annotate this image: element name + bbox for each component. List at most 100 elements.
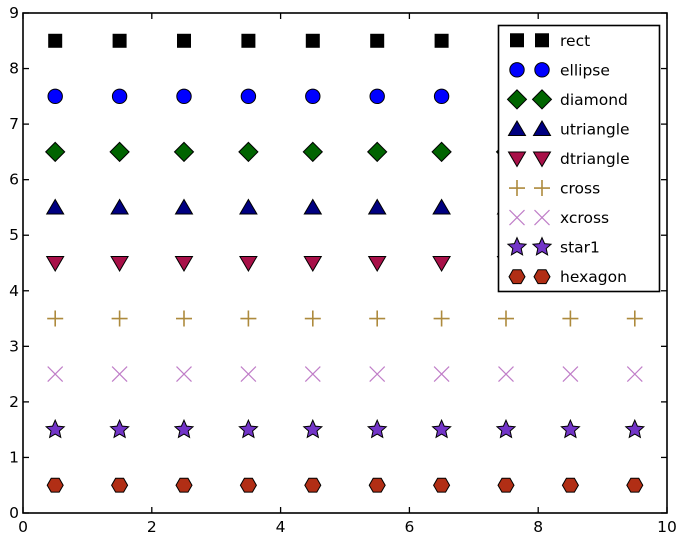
legend-label: star1 [560, 239, 600, 257]
legend-label: ellipse [560, 61, 610, 79]
marker-xcross [562, 366, 579, 383]
series-hexagon [46, 477, 644, 493]
marker-hexagon [175, 477, 193, 493]
y-tick-label: 3 [9, 337, 19, 355]
legend-entry-star1: star1 [506, 236, 600, 257]
x-tick-label: 4 [276, 518, 286, 536]
x-tick-label: 0 [18, 518, 28, 536]
marker-rect [177, 33, 191, 48]
legend-marker-xcross [509, 209, 525, 226]
marker-hexagon [304, 477, 322, 493]
marker-hexagon [433, 477, 451, 493]
marker-cross [47, 310, 64, 327]
legend-marker-dtriangle [532, 151, 552, 168]
marker-diamond [431, 141, 452, 163]
marker-ellipse [433, 88, 450, 105]
marker-hexagon [368, 477, 386, 493]
marker-star1 [431, 418, 452, 439]
marker-dtriangle [45, 256, 65, 272]
marker-rect [48, 33, 63, 48]
marker-xcross [304, 366, 321, 383]
marker-diamond [366, 141, 388, 163]
marker-cross [369, 310, 386, 327]
y-tick-label: 1 [9, 448, 19, 466]
marker-cross [562, 310, 579, 327]
legend-label: dtriangle [560, 150, 630, 168]
legend-entry-diamond: diamond [506, 89, 628, 110]
y-tick-label: 6 [9, 171, 19, 189]
marker-dtriangle [174, 256, 194, 272]
marker-ellipse [369, 88, 385, 105]
x-tick-label: 6 [404, 518, 414, 536]
y-tick-label: 2 [9, 393, 19, 411]
marker-dtriangle [303, 256, 323, 272]
y-tick-label: 0 [9, 504, 19, 522]
marker-xcross [626, 366, 643, 383]
legend-marker-ellipse [509, 62, 525, 78]
legend-entry-dtriangle: dtriangle [507, 150, 630, 168]
marker-xcross [47, 366, 64, 383]
marker-hexagon [497, 477, 515, 493]
marker-ellipse [47, 88, 63, 105]
series-star1 [44, 418, 646, 439]
marker-hexagon [46, 477, 64, 493]
marker-ellipse [240, 88, 257, 105]
marker-utriangle [239, 198, 258, 215]
legend-marker-ellipse [534, 62, 550, 78]
marker-cross [498, 310, 514, 327]
marker-cross [240, 310, 257, 327]
marker-hexagon [626, 477, 644, 493]
marker-ellipse [176, 88, 192, 105]
y-tick-label: 4 [9, 282, 19, 300]
legend-marker-hexagon [508, 269, 526, 285]
legend-marker-utriangle [532, 119, 552, 136]
legend-label: rect [560, 32, 590, 50]
marker-xcross [433, 366, 450, 383]
marker-cross [304, 310, 321, 327]
marker-star1 [44, 418, 66, 439]
marker-star1 [624, 418, 646, 439]
marker-dtriangle [239, 256, 258, 272]
legend-entry-utriangle: utriangle [507, 119, 630, 138]
legend-box [497, 24, 661, 293]
marker-star1 [173, 418, 195, 439]
y-tick-label: 7 [9, 115, 19, 133]
legend-entry-ellipse: ellipse [509, 61, 610, 79]
marker-star1 [302, 418, 324, 439]
marker-star1 [238, 418, 259, 439]
marker-star1 [366, 418, 388, 439]
legend: rectellipsediamondutriangledtrianglecros… [497, 24, 661, 293]
marker-hexagon [111, 477, 129, 493]
marker-rect [305, 33, 320, 48]
marker-cross [111, 310, 128, 327]
legend-entry-xcross: xcross [509, 209, 609, 227]
legend-marker-cross [534, 180, 550, 197]
marker-dtriangle [432, 256, 451, 272]
legend-label: hexagon [560, 268, 627, 286]
legend-marker-hexagon [533, 269, 551, 285]
x-tick-label: 10 [657, 518, 677, 536]
legend-marker-rect [535, 33, 549, 48]
legend-marker-utriangle [507, 119, 527, 136]
marker-utriangle [367, 198, 387, 215]
marker-xcross [498, 366, 514, 383]
marker-utriangle [303, 198, 323, 215]
marker-utriangle [45, 198, 65, 215]
legend-marker-star1 [506, 236, 528, 256]
x-tick-label: 2 [147, 518, 157, 536]
series-dtriangle [45, 256, 645, 272]
x-tick-label: 8 [533, 518, 543, 536]
marker-diamond [173, 141, 195, 163]
marker-dtriangle [110, 256, 129, 272]
marker-ellipse [111, 88, 128, 105]
legend-marker-xcross [534, 209, 550, 226]
marker-xcross [111, 366, 128, 383]
legend-marker-cross [509, 180, 525, 197]
marker-xcross [176, 366, 192, 383]
marker-rect [370, 33, 385, 48]
marker-diamond [44, 141, 66, 163]
marker-xcross [369, 366, 386, 383]
y-tick-label: 8 [9, 60, 19, 78]
marker-hexagon [561, 477, 579, 493]
